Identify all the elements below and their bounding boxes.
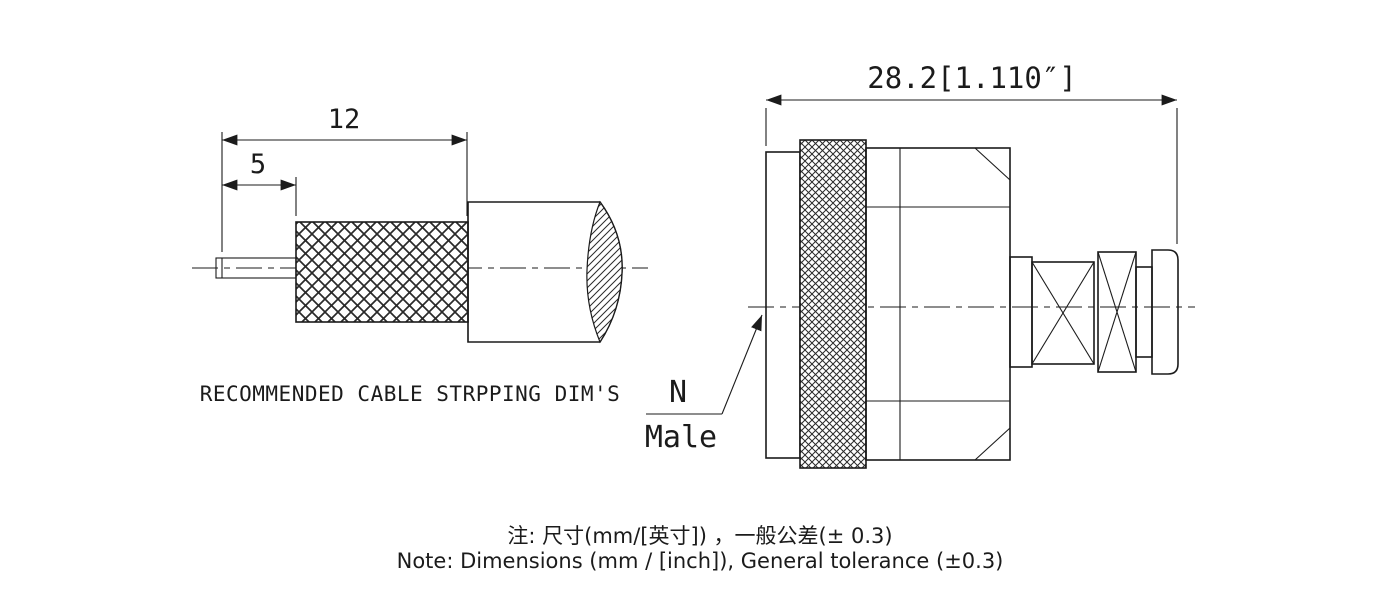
connector-label: N Male [645,314,763,455]
note-chinese: 注: 尺寸(mm/[英寸]) ，一般公差(± 0.3) [507,524,892,548]
hex-body [865,147,1011,461]
connector-gender-label: Male [645,420,717,455]
cable-stripping-drawing: 12 5 RECOMMENDED CABLE STRPPING DIM'S [192,104,648,406]
dimension-5: 5 [222,149,297,216]
connector-body [765,139,1179,469]
connector-type-label: N [669,375,687,410]
cable-stripping-caption: RECOMMENDED CABLE STRPPING DIM'S [200,382,621,406]
footer-notes: 注: 尺寸(mm/[英寸]) ，一般公差(± 0.3) Note: Dimens… [397,524,1004,573]
dimension-overall: 28.2[1.110″] [765,61,1178,244]
body-step [1009,256,1033,368]
dim-12-value: 12 [328,104,361,135]
cable-cut-hatch [586,200,623,344]
end-cap [1151,249,1179,375]
cable-braid [295,221,469,323]
dim-5-value: 5 [250,149,266,180]
coupling-back-ring [765,151,801,459]
n-male-connector-drawing: 28.2[1.110″] [645,61,1195,469]
crimp-section [1097,251,1137,373]
note-english: Note: Dimensions (mm / [inch]), General … [397,549,1004,573]
cable-jacket [467,200,623,344]
dim-overall-value: 28.2[1.110″] [867,61,1077,95]
dimension-12: 12 [221,104,468,252]
cable-entry-neck [1135,266,1153,358]
crimp-ferrule [1031,261,1095,365]
knurled-ring [799,139,867,469]
